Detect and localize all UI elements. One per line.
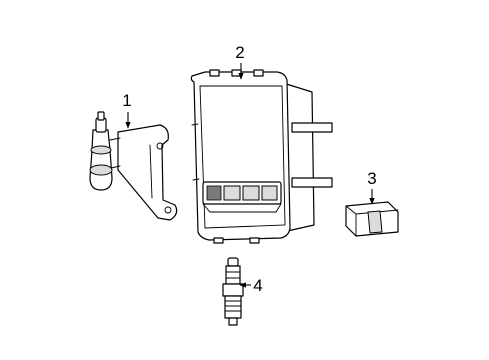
- callout-1-label: 1: [122, 91, 131, 110]
- callout-2: 2: [235, 43, 245, 80]
- callout-3-label: 3: [367, 169, 376, 188]
- callout-4: 4: [239, 276, 263, 295]
- ignition-coil-bracket: [89, 111, 178, 221]
- callout-4-label: 4: [253, 276, 262, 295]
- callout-2-label: 2: [235, 43, 244, 62]
- callout-1: 1: [122, 91, 132, 129]
- callout-3: 3: [367, 169, 377, 205]
- control-module: [190, 69, 333, 244]
- relay-block: [345, 201, 399, 237]
- spark-plug: [222, 257, 244, 326]
